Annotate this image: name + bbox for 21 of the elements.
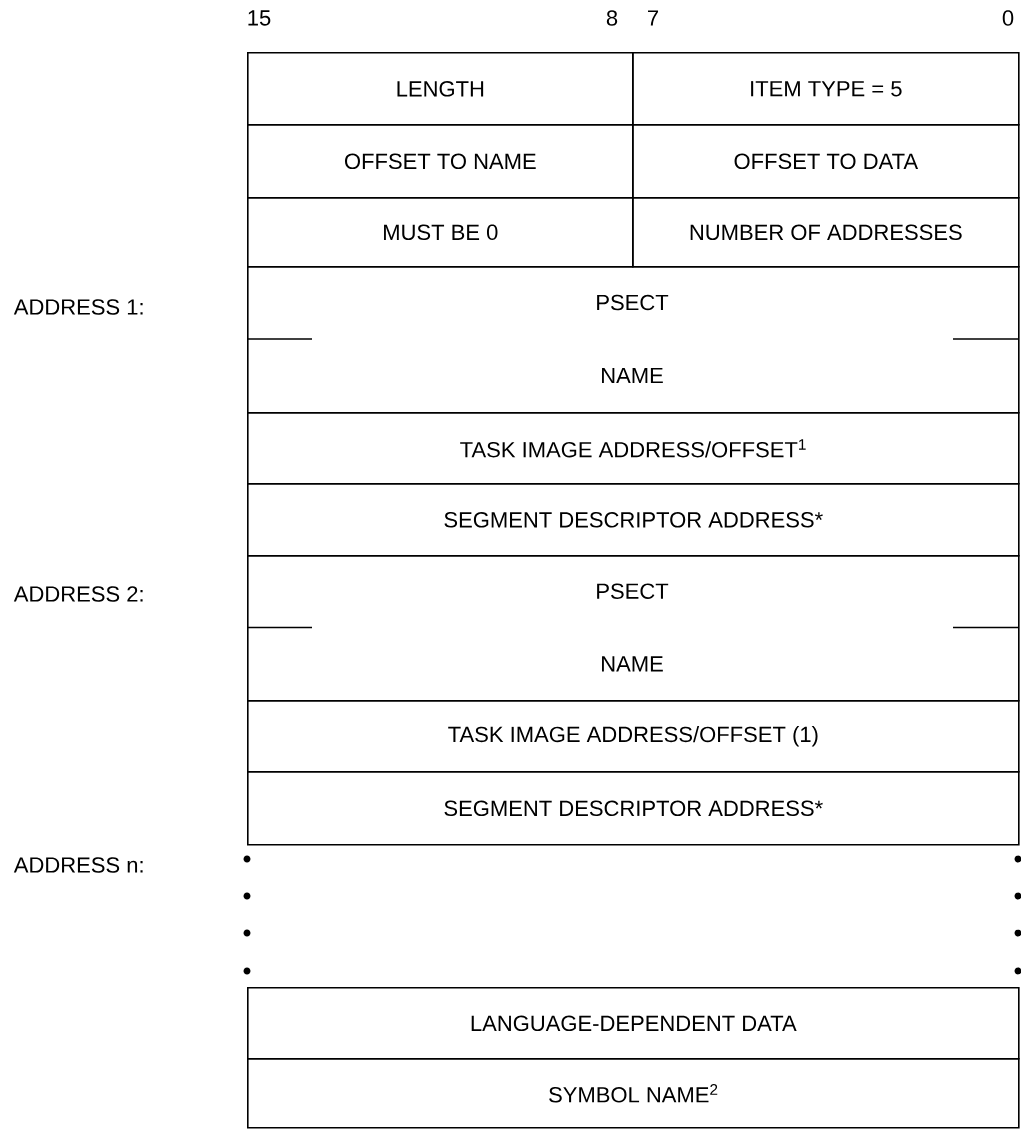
field-box: PSECT NAME (246, 555, 1020, 702)
row-label: ADDRESS n: (13, 857, 143, 873)
field-box: PSECT NAME (246, 266, 1020, 414)
field-box: LANGUAGE-DEPENDENT DATA (247, 987, 1020, 1060)
field-box: SEGMENT DESCRIPTOR ADDRESS* (247, 483, 1020, 557)
row-label: ADDRESS 2: (13, 586, 143, 602)
field-box: MUST BE 0 (247, 197, 634, 268)
field-box: OFFSET TO DATA (632, 124, 1020, 199)
field-box: ITEM TYPE = 5 (632, 52, 1020, 126)
bit-number: 7 (648, 10, 658, 26)
field-box: SYMBOL NAME$^{2}$ (247, 1058, 1020, 1129)
field-box: SEGMENT DESCRIPTOR ADDRESS* (247, 771, 1020, 846)
bit-number: 0 (1002, 10, 1014, 26)
field-box: NUMBER OF ADDRESSES (632, 197, 1020, 268)
bit-number: 8 (606, 10, 618, 26)
field-box: LENGTH (247, 52, 634, 126)
field-box: TASK IMAGE ADDRESS/OFFSET (1) (247, 700, 1020, 773)
field-box: TASK IMAGE ADDRESS/OFFSET$^{1}$ (247, 412, 1020, 485)
bit-number: 15 (248, 10, 271, 26)
row-label: ADDRESS 1: (13, 299, 143, 315)
field-box: OFFSET TO NAME (247, 124, 634, 199)
